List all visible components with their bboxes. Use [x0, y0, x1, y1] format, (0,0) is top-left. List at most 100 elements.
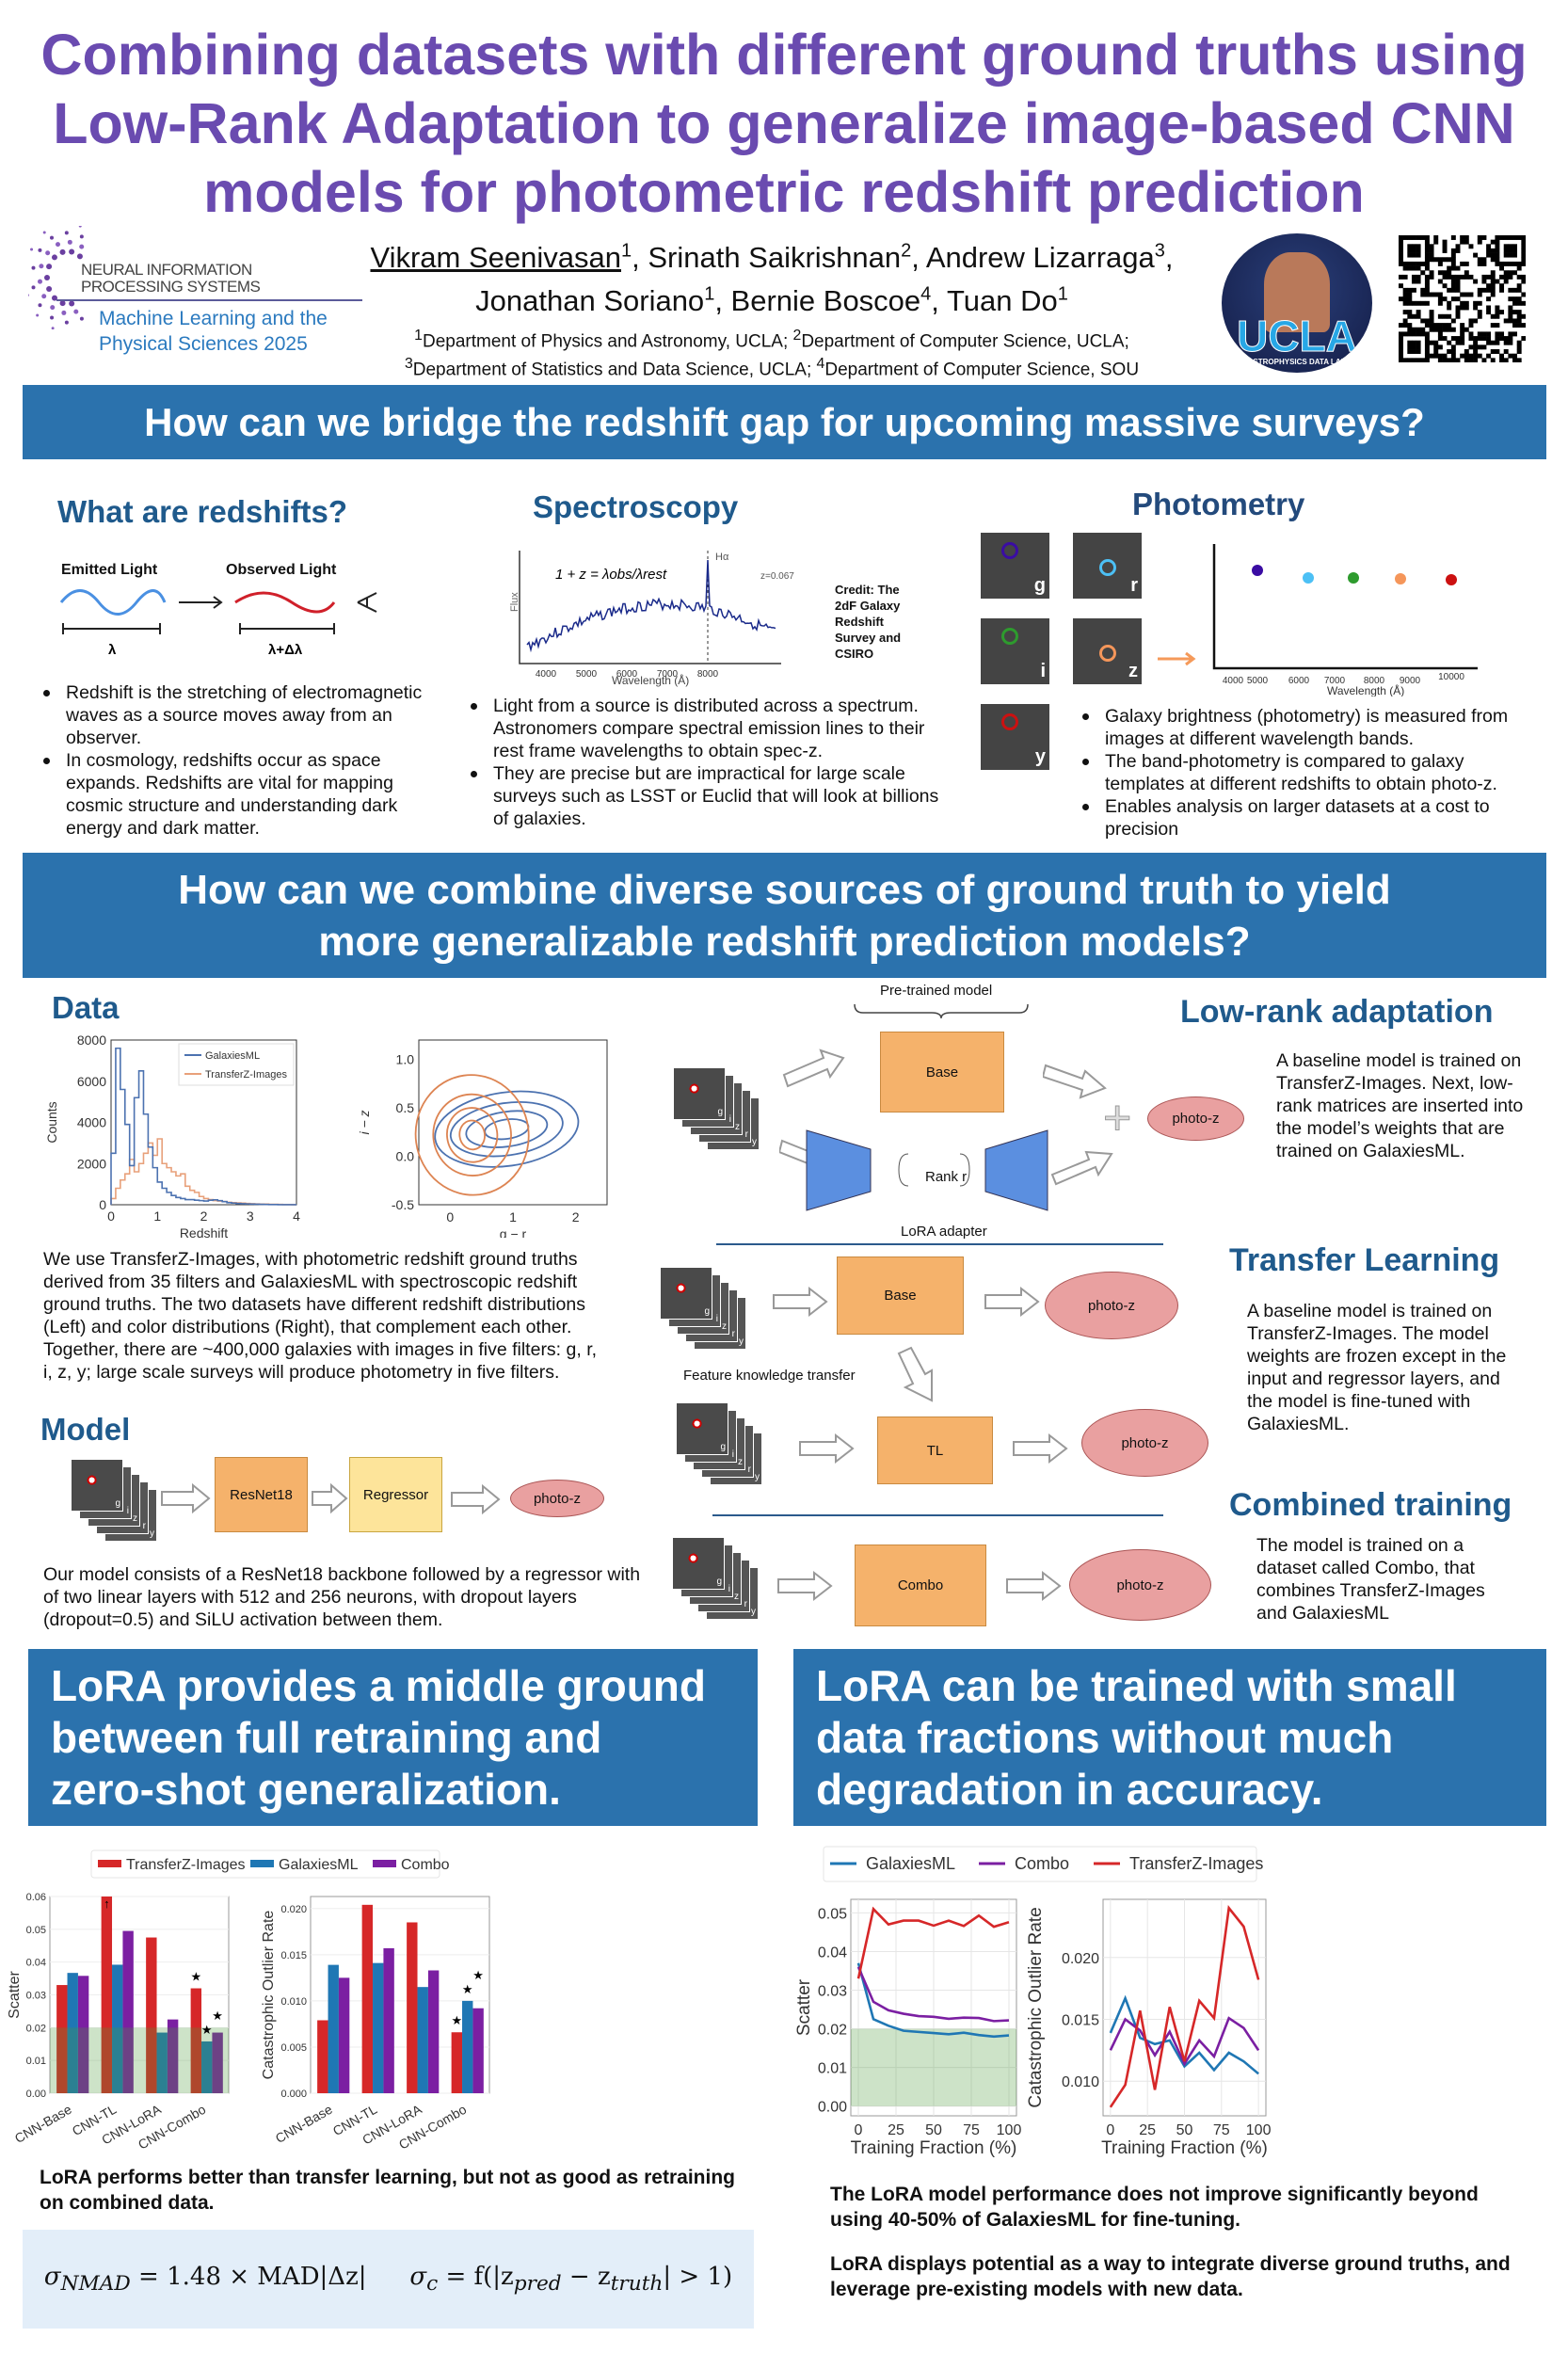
bar-CNN-TL-Combo	[122, 1930, 134, 2093]
qr-module	[1521, 336, 1526, 342]
qr-module	[1477, 313, 1482, 319]
qr-module	[1490, 248, 1496, 253]
qr-module	[1455, 283, 1461, 289]
qr-module	[1442, 353, 1448, 359]
divider	[716, 1243, 1163, 1245]
banner-lora-middle-ground: LoRA provides a middle ground between fu…	[28, 1649, 758, 1826]
qr-module	[1486, 296, 1492, 302]
qr-module	[1508, 313, 1513, 319]
y-tick-label: 0.02	[818, 2023, 847, 2039]
qr-module	[1481, 261, 1487, 266]
qr-module	[1399, 358, 1403, 362]
qr-module	[1455, 248, 1461, 253]
histogram-series-TransferZ-Images	[110, 1138, 296, 1206]
logo-dot	[67, 239, 72, 245]
x-tick-label: 4000	[536, 669, 557, 680]
y-tick-label: 0.5	[396, 1100, 415, 1115]
filter-label: g	[704, 1306, 710, 1317]
bullet: Redshift is the stretching of electromag…	[38, 681, 424, 749]
qr-module	[1460, 300, 1465, 306]
photometry-bullets: Galaxy brightness (photometry) is measur…	[1077, 705, 1538, 840]
qr-module	[1399, 235, 1403, 240]
y-tick-label: 0.00	[818, 2100, 847, 2116]
qr-module	[1521, 252, 1526, 258]
star-icon: ★	[212, 2009, 223, 2023]
x-axis-label: Redshift	[180, 1225, 228, 1238]
y-axis-label: Catastrophic Outlier Rate	[261, 1911, 277, 2080]
lora-adapter-label: LoRA adapter	[901, 1224, 987, 1240]
qr-module	[1411, 244, 1416, 249]
author: Vikram Seenivasan1,	[370, 241, 648, 274]
qr-module	[1464, 270, 1469, 276]
qr-module	[1508, 331, 1513, 337]
filter-label: y	[755, 1472, 760, 1482]
qr-module	[1442, 323, 1448, 328]
qr-module	[1486, 283, 1492, 289]
band-thumbnail-g: g	[981, 533, 1049, 599]
qr-module	[1429, 257, 1434, 263]
affil: Department of Computer Science, SOU	[824, 360, 1140, 380]
star-icon: ★	[201, 2023, 213, 2037]
qr-module	[1490, 257, 1496, 263]
resnet18-block: ResNet18	[215, 1457, 308, 1532]
author-sep: ,	[632, 241, 648, 275]
qr-module	[1411, 265, 1416, 271]
logo-dot	[44, 275, 51, 281]
qr-module	[1402, 318, 1408, 324]
y-axis-label: i − z	[357, 1110, 372, 1134]
tl-model-block: TL	[877, 1417, 993, 1484]
y-tick-label: 1.0	[396, 1052, 415, 1067]
neurips-line1: NEURAL INFORMATION	[81, 261, 252, 279]
qr-module	[1473, 336, 1479, 342]
band-thumbnail-y: y	[981, 704, 1049, 770]
qr-module	[1424, 318, 1430, 324]
x-axis-label: Training Fraction (%)	[851, 2138, 1017, 2158]
qr-module	[1407, 235, 1413, 240]
x-tick-label: 25	[888, 2122, 904, 2138]
x-tick-label: 1	[509, 1209, 517, 1225]
bar-CNN-LoRA-TransferZ-Images	[407, 1922, 418, 2093]
qr-module	[1473, 252, 1479, 258]
y-tick-label: 0.06	[26, 1892, 46, 1903]
qr-module	[1442, 248, 1448, 253]
x-tick-label: 5000	[1247, 676, 1269, 686]
qr-module	[1399, 349, 1403, 354]
qr-module	[1521, 261, 1526, 266]
qr-module	[1437, 292, 1443, 297]
target-region	[50, 2027, 229, 2093]
bullet: Enables analysis on larger datasets at a…	[1077, 795, 1538, 840]
qr-module	[1486, 305, 1492, 311]
qr-module	[1416, 358, 1421, 362]
sup: 3	[404, 355, 413, 372]
qr-module	[1450, 257, 1456, 263]
qr-module	[1424, 336, 1430, 342]
ucla-astro-logo: UCLA ASTROPHYSICS DATA LAB	[1222, 233, 1372, 373]
lora-adapter-matrices	[806, 1129, 1048, 1211]
qr-module	[1416, 265, 1421, 271]
qr-module	[1402, 296, 1408, 302]
qr-module	[1521, 244, 1526, 249]
filter-label: z	[133, 1513, 137, 1524]
qr-module	[1411, 287, 1416, 293]
qr-module	[1503, 252, 1509, 258]
qr-module	[1433, 353, 1439, 359]
qr-code[interactable]	[1399, 235, 1526, 362]
affil: Department of Statistics and Data Scienc…	[412, 360, 817, 380]
qr-module	[1486, 248, 1492, 253]
qr-module	[1508, 318, 1513, 324]
qr-module	[1424, 239, 1430, 245]
qr-module	[1499, 336, 1505, 342]
authors-line: Jonathan Soriano1, Bernie Boscoe4, Tuan …	[311, 276, 1233, 318]
bar-caption: LoRA performs better than transfer learn…	[40, 2167, 735, 2214]
bar-CNN-Base-GalaxiesML	[328, 1964, 339, 2093]
target-region	[851, 2028, 1016, 2106]
qr-module	[1521, 235, 1526, 240]
qr-module	[1516, 287, 1522, 293]
x-tick-label: 5000	[576, 669, 598, 680]
banner-line: zero-shot generalization.	[51, 1765, 561, 1814]
qr-module	[1424, 353, 1430, 359]
qr-module	[1495, 252, 1500, 258]
data-heading: Data	[52, 990, 120, 1025]
star-icon: ★	[462, 1982, 473, 1996]
